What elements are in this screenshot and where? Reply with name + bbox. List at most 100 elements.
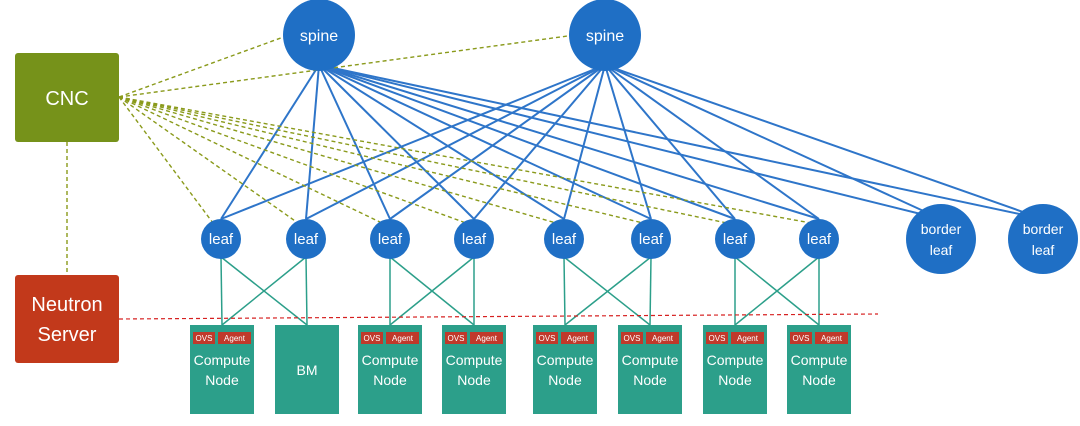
mgmt-link	[118, 96, 299, 224]
agent-tag	[470, 332, 503, 344]
agent-tag	[646, 332, 679, 344]
bare-metal-host[interactable]: BM	[275, 325, 339, 414]
compute-node-label-line1: Compute	[707, 352, 764, 368]
spine-circle[interactable]	[283, 0, 355, 71]
leaf-switch[interactable]: leaf	[715, 219, 755, 259]
leaf-circle[interactable]	[454, 219, 494, 259]
spine-links-layer	[220, 64, 1044, 220]
compute-node-label-line2: Node	[457, 372, 491, 388]
ovs-tag	[790, 332, 812, 344]
ovs-tag-label: OVS	[793, 334, 810, 343]
ovs-tag	[621, 332, 643, 344]
spine-leaf-link	[318, 64, 820, 220]
spine-circle[interactable]	[569, 0, 641, 71]
ovs-tag	[706, 332, 728, 344]
leaf-switch[interactable]: leaf	[201, 219, 241, 259]
agent-tag	[815, 332, 848, 344]
leaf-label: leaf	[552, 231, 577, 248]
spine-leaf-link	[473, 64, 606, 220]
leaf-switch[interactable]: leaf	[799, 219, 839, 259]
leaf-label: leaf	[723, 231, 748, 248]
agent-tag-label: Agent	[652, 334, 674, 343]
spine-switch[interactable]: spine	[283, 0, 355, 71]
spine-leaf-link	[305, 64, 320, 220]
spine-leaf-link	[318, 64, 565, 220]
leaf-host-link	[649, 256, 652, 326]
border-leaf-circle[interactable]	[906, 204, 976, 274]
leaf-host-link	[563, 256, 566, 326]
management-links-layer	[66, 34, 812, 275]
leaf-switch[interactable]: leaf	[631, 219, 671, 259]
compute-node-label-line1: Compute	[622, 352, 679, 368]
leaf-label: leaf	[378, 231, 403, 248]
leaf-circle[interactable]	[799, 219, 839, 259]
ovs-tag	[536, 332, 558, 344]
neutron-server-box[interactable]	[15, 275, 119, 363]
cnc-controller[interactable]: CNC	[15, 53, 119, 142]
leaf-switch[interactable]: leaf	[454, 219, 494, 259]
leaf-circle[interactable]	[201, 219, 241, 259]
compute-node-label-line1: Compute	[194, 352, 251, 368]
agent-tag-label: Agent	[567, 334, 589, 343]
compute-node-label-line2: Node	[802, 372, 836, 388]
spine-leaf-link	[318, 64, 652, 220]
compute-node-label-line1: Compute	[446, 352, 503, 368]
bm-label: BM	[297, 362, 318, 378]
leaf-host-link	[221, 256, 307, 326]
compute-node-label-line1: Compute	[537, 352, 594, 368]
spine-switch[interactable]: spine	[569, 0, 641, 71]
leaf-circle[interactable]	[370, 219, 410, 259]
leaf-circle[interactable]	[631, 219, 671, 259]
ovs-tag	[445, 332, 467, 344]
leaf-host-link	[734, 256, 820, 326]
mgmt-link	[118, 96, 467, 224]
leaf-switch[interactable]: leaf	[286, 219, 326, 259]
spine-label: spine	[300, 28, 338, 45]
compute-node-label-line1: Compute	[791, 352, 848, 368]
agent-tag	[731, 332, 764, 344]
ovs-tag-label: OVS	[448, 334, 465, 343]
leaf-label: leaf	[639, 231, 664, 248]
spine-leaf-link	[604, 64, 942, 220]
spine-leaf-link	[318, 64, 736, 220]
mgmt-link	[118, 34, 290, 98]
spine-leaf-link	[389, 64, 606, 220]
cnc-label: CNC	[45, 88, 88, 110]
bm-box[interactable]	[275, 325, 339, 414]
leaf-circle[interactable]	[286, 219, 326, 259]
leaf-circle[interactable]	[544, 219, 584, 259]
neutron-control-line-layer	[118, 313, 879, 320]
agent-tag-label: Agent	[821, 334, 843, 343]
mgmt-link	[118, 96, 812, 224]
leaf-circle[interactable]	[715, 219, 755, 259]
border-leaf-label-line2: leaf	[930, 242, 953, 258]
mgmt-link	[118, 96, 557, 224]
spine-leaf-link	[318, 64, 1044, 220]
agent-tag	[386, 332, 419, 344]
compute-node-label-line2: Node	[718, 372, 752, 388]
host-links-layer	[220, 256, 820, 326]
leaf-switch[interactable]: leaf	[370, 219, 410, 259]
ovs-tag-label: OVS	[709, 334, 726, 343]
ovs-tag	[361, 332, 383, 344]
ovs-tag-label: OVS	[196, 334, 213, 343]
neutron-server[interactable]: Neutron Server	[15, 275, 119, 363]
leaf-switch[interactable]: leaf	[544, 219, 584, 259]
border-leaf-circle[interactable]	[1008, 204, 1078, 274]
switch-nodes-layer: spine spine leaf leaf leaf leaf leaf leaf leaf le…	[201, 0, 1078, 274]
cnc-box[interactable]	[15, 53, 119, 142]
spine-leaf-link	[563, 64, 606, 220]
agent-tag-label: Agent	[476, 334, 498, 343]
spine-leaf-link	[318, 64, 391, 220]
